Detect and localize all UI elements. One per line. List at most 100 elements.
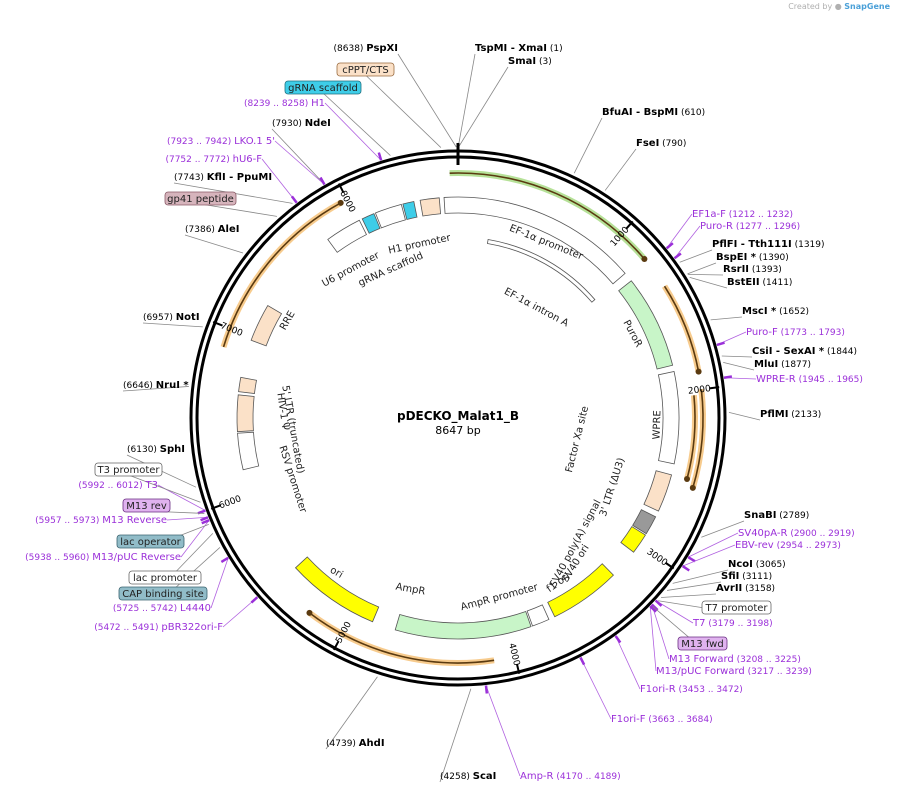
box-leader-line xyxy=(200,203,277,217)
site-name: SmaI xyxy=(508,56,536,67)
boxed-label-bg xyxy=(677,636,728,651)
inner-label: 3' LTR (ΔU3) xyxy=(598,456,627,518)
site-leader-line xyxy=(672,569,729,584)
primer-coord: (2900 .. 2919) xyxy=(787,529,854,539)
primer-label: (5957 .. 5973) M13 Reverse xyxy=(35,515,167,526)
site-label: MluI (1877) xyxy=(754,359,811,370)
primer-coord: (3208 .. 3225) xyxy=(734,655,801,665)
site-leader-line xyxy=(701,520,745,538)
site-coord: (6646) xyxy=(123,381,156,391)
primer-mark xyxy=(614,635,622,644)
tick-label: 4000 xyxy=(506,642,521,667)
site-leader-line xyxy=(728,411,761,421)
site-label: TspMI - XmaI (1) xyxy=(475,43,563,54)
site-leader-line xyxy=(687,262,717,275)
primer-coord: (5472 .. 5491) xyxy=(94,623,161,633)
primer-coord: (3663 .. 3684) xyxy=(645,715,712,725)
center-title: pDECKO_Malat1_B 8647 bp xyxy=(397,409,519,437)
primer-leader-line xyxy=(674,225,701,259)
site-name: NotI xyxy=(176,312,200,323)
site-coord: (2133) xyxy=(788,410,821,420)
primer-leader-line xyxy=(261,158,298,203)
boxed-label-text: cPPT/CTS xyxy=(342,65,388,76)
primer-label: (7923 .. 7942) LKO.1 5' xyxy=(167,136,275,147)
outer-arc-line xyxy=(222,202,342,348)
primer-mark xyxy=(579,656,586,666)
box-leader-line xyxy=(128,474,201,503)
site-name: MscI * xyxy=(742,306,777,317)
site-coord: (1390) xyxy=(756,253,789,263)
site-name: NruI * xyxy=(156,380,190,391)
site-label: AvrII (3158) xyxy=(716,583,775,594)
boxed-label-bg xyxy=(116,534,185,549)
primer-name: SV40pA-R xyxy=(738,528,787,539)
boxed-label-text: lac operator xyxy=(120,537,181,548)
tick-mark xyxy=(709,386,720,390)
primer-mark xyxy=(220,556,229,564)
boxed-label: gp41 peptide xyxy=(164,191,237,206)
primer-mark xyxy=(681,565,690,572)
feature-arrows xyxy=(236,196,680,640)
site-label: (6957) NotI xyxy=(143,312,200,323)
feature-f1-ori xyxy=(547,563,614,618)
site-name: NcoI xyxy=(728,559,753,570)
site-leader-line xyxy=(325,676,378,750)
site-label: (6646) NruI * xyxy=(123,380,189,391)
primer-coord: (7923 .. 7942) xyxy=(167,137,234,147)
boxed-label-bg xyxy=(284,80,362,95)
tick-label: 2000 xyxy=(687,384,711,397)
site-label: SfiI (3111) xyxy=(721,571,772,582)
credit-brand: SnapGene xyxy=(844,2,890,11)
site-leader-line xyxy=(710,316,743,321)
primer-mark xyxy=(377,152,383,161)
outer-arc-head xyxy=(641,256,648,263)
primer-name: EBV-rev xyxy=(735,540,774,551)
primer-label: M13/pUC Forward (3217 .. 3239) xyxy=(656,666,812,677)
site-label: (8638) PspXI xyxy=(334,43,399,54)
feature-3-ltr-u3- xyxy=(643,470,673,512)
site-label: CsiI - SexAI * (1844) xyxy=(752,346,857,357)
outer-arc-line xyxy=(686,395,696,480)
site-leader-line xyxy=(271,128,324,184)
feature-rre xyxy=(250,304,283,347)
feature-h1-promoter xyxy=(374,203,406,229)
boxed-label: T7 promoter xyxy=(701,600,772,615)
site-leader-line xyxy=(439,688,472,783)
site-coord: (1319) xyxy=(792,240,825,250)
site-coord: (1844) xyxy=(824,347,857,357)
primer-name: Amp-R xyxy=(520,771,554,782)
inner-label: AmpR xyxy=(395,582,426,598)
primer-name: F1ori-R xyxy=(640,684,676,695)
site-coord: (7386) xyxy=(185,225,218,235)
boxed-label-bg xyxy=(336,62,395,77)
tick-mark xyxy=(210,504,221,510)
boxed-label-bg xyxy=(701,600,772,615)
primer-mark xyxy=(649,605,657,613)
primer-coord: (1277 .. 1296) xyxy=(733,222,800,232)
outer-arc-line xyxy=(449,172,646,260)
primer-label: M13 Forward (3208 .. 3225) xyxy=(669,654,801,665)
primer-label: Puro-R (1277 .. 1296) xyxy=(700,221,800,232)
site-name: KflI - PpuMI xyxy=(207,172,272,183)
boxed-label-bg xyxy=(128,570,202,585)
tick-label: 6000 xyxy=(218,494,243,511)
primer-name: F1ori-F xyxy=(611,714,646,725)
primer-name: Puro-F xyxy=(746,327,778,338)
site-name: PspXI xyxy=(366,43,398,54)
primer-coord: (4170 .. 4189) xyxy=(554,772,621,782)
primer-coord: (1212 .. 1232) xyxy=(726,210,793,220)
primer-coord: (2954 .. 2973) xyxy=(774,541,841,551)
feature-ori xyxy=(294,556,380,623)
boxed-label-text: M13 fwd xyxy=(681,639,723,650)
feature-sv40-poly-a-signal xyxy=(632,509,657,535)
site-label: MscI * (1652) xyxy=(742,306,809,317)
site-name: BstEII xyxy=(727,277,760,288)
site-coord: (3158) xyxy=(742,584,775,594)
snapgene-logo-icon: ● xyxy=(834,2,842,11)
outer-arc-head xyxy=(695,368,702,375)
boxed-label: lac operator xyxy=(116,534,185,549)
primer-label: SV40pA-R (2900 .. 2919) xyxy=(738,528,855,539)
boxed-label-text: CAP binding site xyxy=(122,589,204,600)
site-coord: (3) xyxy=(536,57,552,67)
